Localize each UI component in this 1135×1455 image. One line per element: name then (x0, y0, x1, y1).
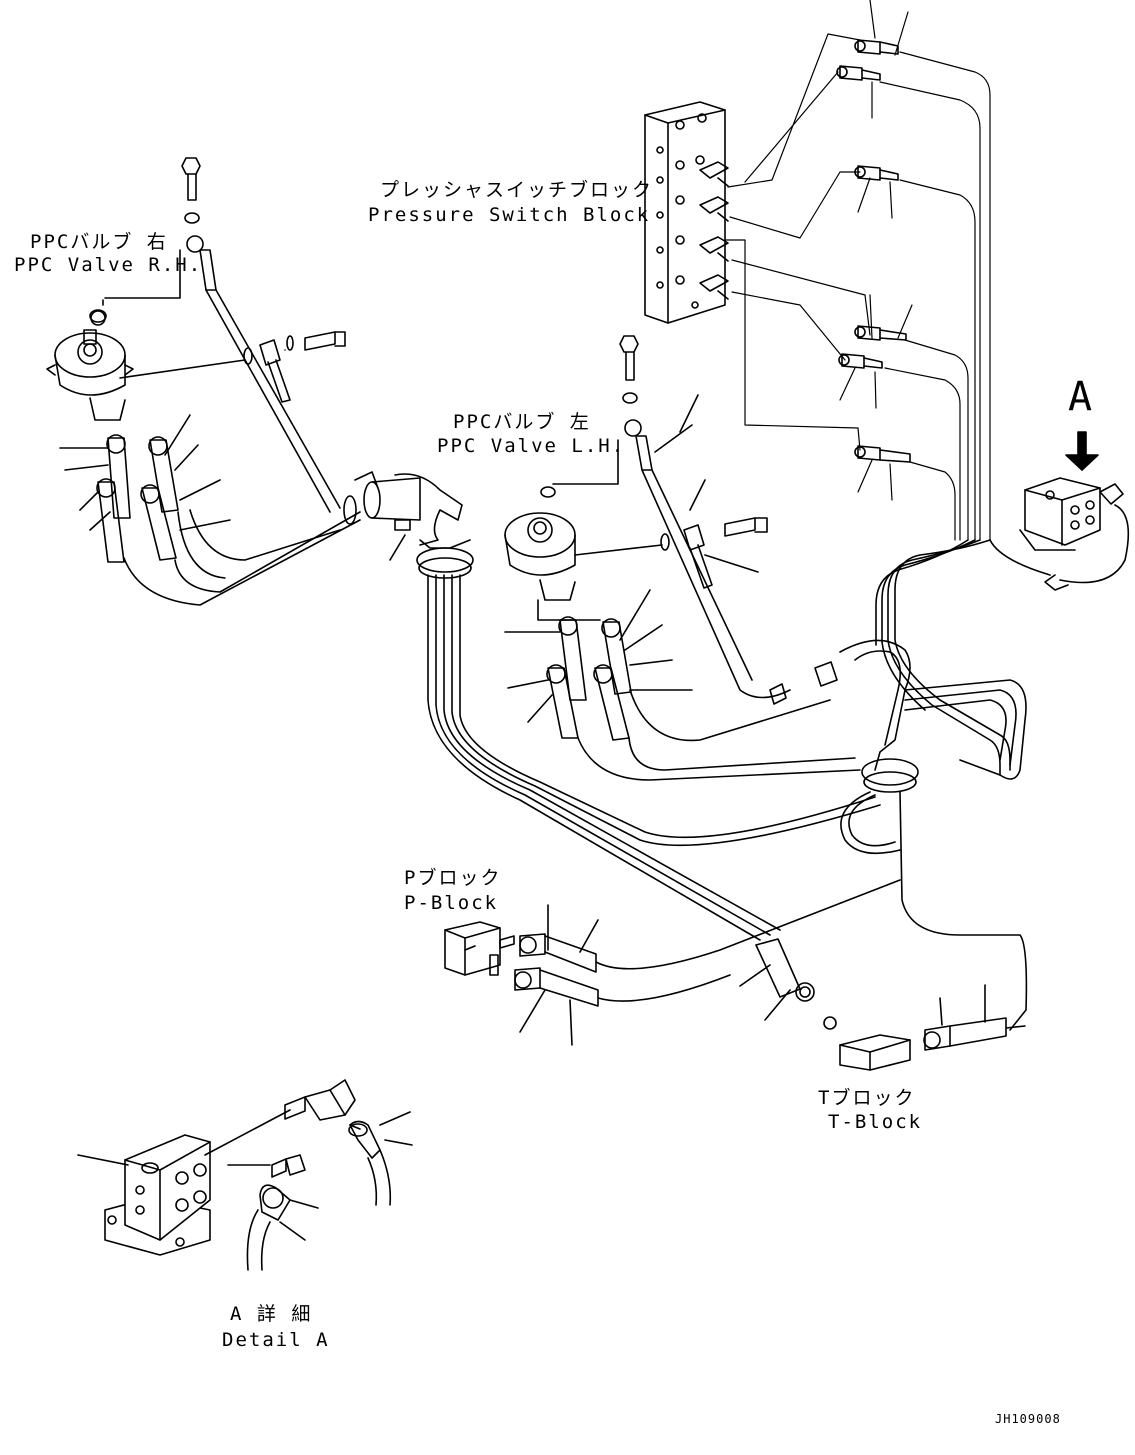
pressure-switch-block-label-jp: プレッシャスイッチブロック (380, 179, 654, 201)
ppc-valve-lh (504, 486, 670, 601)
rh-bolt (181, 157, 204, 253)
p-block-hoses (514, 879, 901, 1046)
rh-hose-sleeves (59, 414, 361, 606)
t-block (839, 984, 1026, 1071)
ppc-valve-lh-label-en: PPC Valve L.H. (437, 435, 626, 457)
t-block-label-jp: Tブロック (818, 1087, 916, 1109)
detail-a-drawing (77, 1079, 413, 1271)
right-grommet (769, 639, 1028, 1031)
center-tube-run (427, 574, 881, 941)
leader-lines-top (839, 0, 913, 501)
main-tube-bundle (875, 539, 1027, 780)
ppc-valve-rh-label-jp: PPCバルブ 右 (30, 231, 168, 253)
view-a-marker: A (1068, 374, 1093, 420)
center-grommet (343, 471, 474, 579)
lh-bolt (619, 335, 642, 437)
tee-fitting (739, 938, 837, 1030)
ppc-valve-lh-label-jp: PPCバルブ 左 (453, 411, 591, 433)
ppc-valve-rh-label-en: PPC Valve R.H. (14, 254, 203, 276)
view-a-arrow (1065, 431, 1099, 471)
pressure-switch-block-label-en: Pressure Switch Block (368, 204, 651, 226)
switch-block-right (989, 477, 1130, 591)
t-block-label-en: T-Block (828, 1111, 923, 1133)
detail-a-label-jp: A 詳 細 (230, 1303, 313, 1325)
pressure-switch-block (644, 101, 729, 324)
ppc-valve-rh (46, 310, 134, 421)
lh-hose-sleeves (504, 589, 861, 781)
rh-hoses (89, 249, 346, 513)
lh-hoses (552, 394, 791, 699)
switch-wiring (725, 33, 991, 541)
switch-connectors (836, 39, 911, 463)
p-block-label-jp: Pブロック (404, 867, 502, 889)
p-block-label-en: P-Block (404, 892, 499, 914)
p-block (444, 921, 515, 976)
detail-a-label-en: Detail A (222, 1329, 330, 1351)
drawing-number: JH109008 (995, 1412, 1061, 1426)
